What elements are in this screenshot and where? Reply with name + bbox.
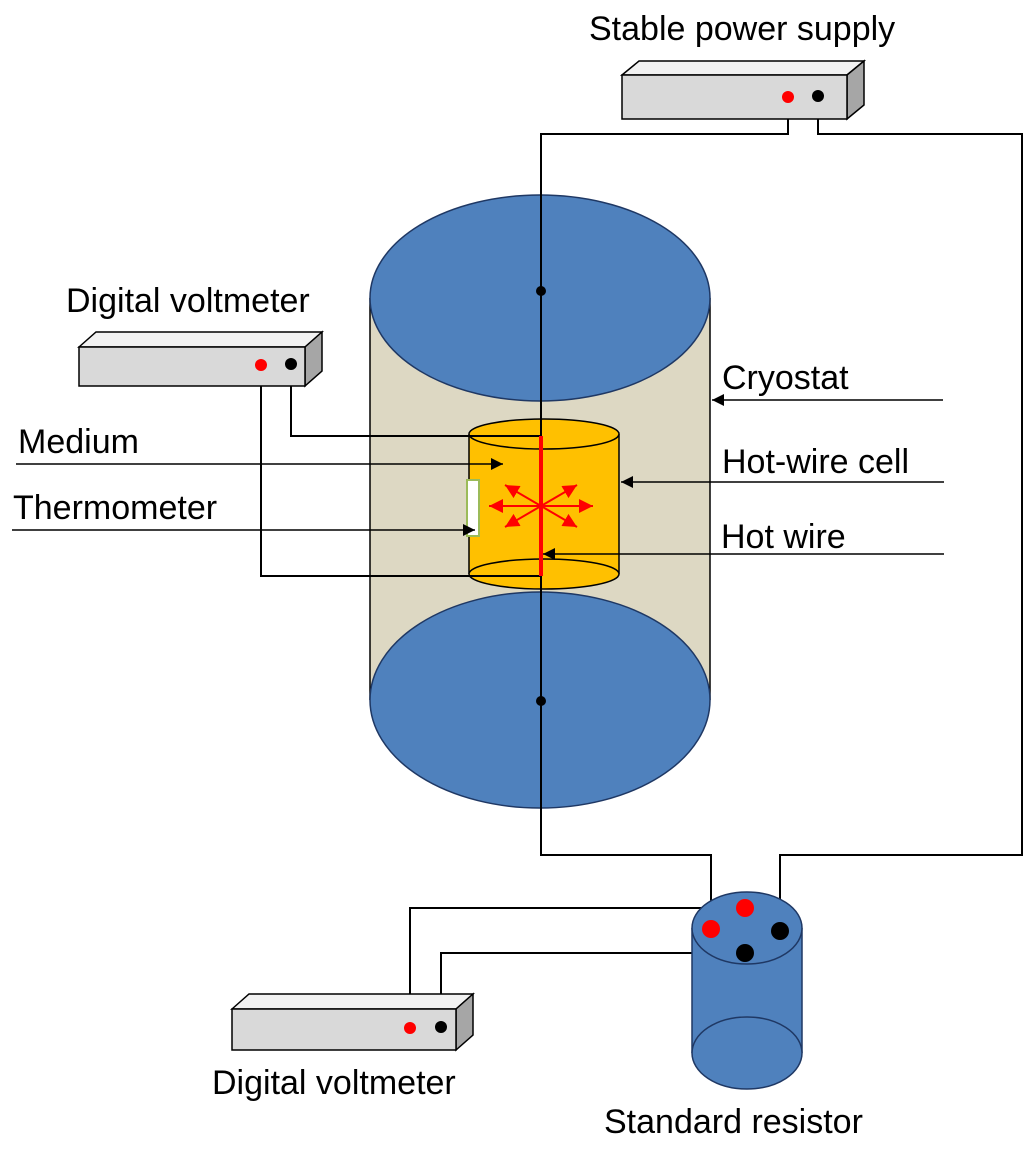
digital-voltmeter-bottom bbox=[230, 992, 475, 1052]
label-medium: Medium bbox=[18, 423, 139, 461]
voltmeter-bottom-wire-positive bbox=[409, 907, 745, 1028]
label-hot-wire-cell: Hot-wire cell bbox=[722, 443, 909, 481]
voltmeter-bottom-positive-terminal bbox=[404, 1022, 416, 1034]
standard-resistor bbox=[691, 891, 803, 1090]
label-digital-voltmeter-top: Digital voltmeter bbox=[66, 282, 310, 320]
resistor-terminal-positive-1 bbox=[736, 899, 754, 917]
label-hot-wire: Hot wire bbox=[721, 518, 846, 556]
digital-voltmeter-top bbox=[77, 330, 324, 388]
resistor-terminal-negative-1 bbox=[771, 922, 789, 940]
heat-radiation-arrows bbox=[489, 484, 593, 528]
junction-dot-bottom bbox=[536, 696, 546, 706]
cell-top-ellipse bbox=[468, 418, 620, 450]
callout-arrows bbox=[12, 394, 944, 560]
junction-dot-top bbox=[536, 286, 546, 296]
label-thermometer: Thermometer bbox=[13, 489, 217, 527]
label-stable-power-supply: Stable power supply bbox=[589, 10, 895, 48]
thermometer bbox=[466, 479, 480, 537]
label-digital-voltmeter-bottom: Digital voltmeter bbox=[212, 1064, 456, 1102]
voltmeter-top-wire-negative bbox=[290, 364, 541, 437]
power-supply-negative-terminal bbox=[812, 90, 824, 102]
voltmeter-bottom-negative-terminal bbox=[435, 1021, 447, 1033]
voltmeter-top-wire-positive bbox=[260, 365, 541, 577]
label-cryostat: Cryostat bbox=[722, 359, 849, 397]
resistor-terminal-positive-2 bbox=[702, 920, 720, 938]
power-wire-negative bbox=[779, 96, 1023, 930]
label-standard-resistor: Standard resistor bbox=[604, 1103, 863, 1141]
power-supply-positive-terminal bbox=[782, 91, 794, 103]
stable-power-supply bbox=[619, 59, 867, 121]
resistor-terminal-negative-2 bbox=[736, 944, 754, 962]
voltmeter-top-positive-terminal bbox=[255, 359, 267, 371]
voltmeter-top-negative-terminal bbox=[285, 358, 297, 370]
cell-bottom-ellipse bbox=[468, 558, 620, 590]
